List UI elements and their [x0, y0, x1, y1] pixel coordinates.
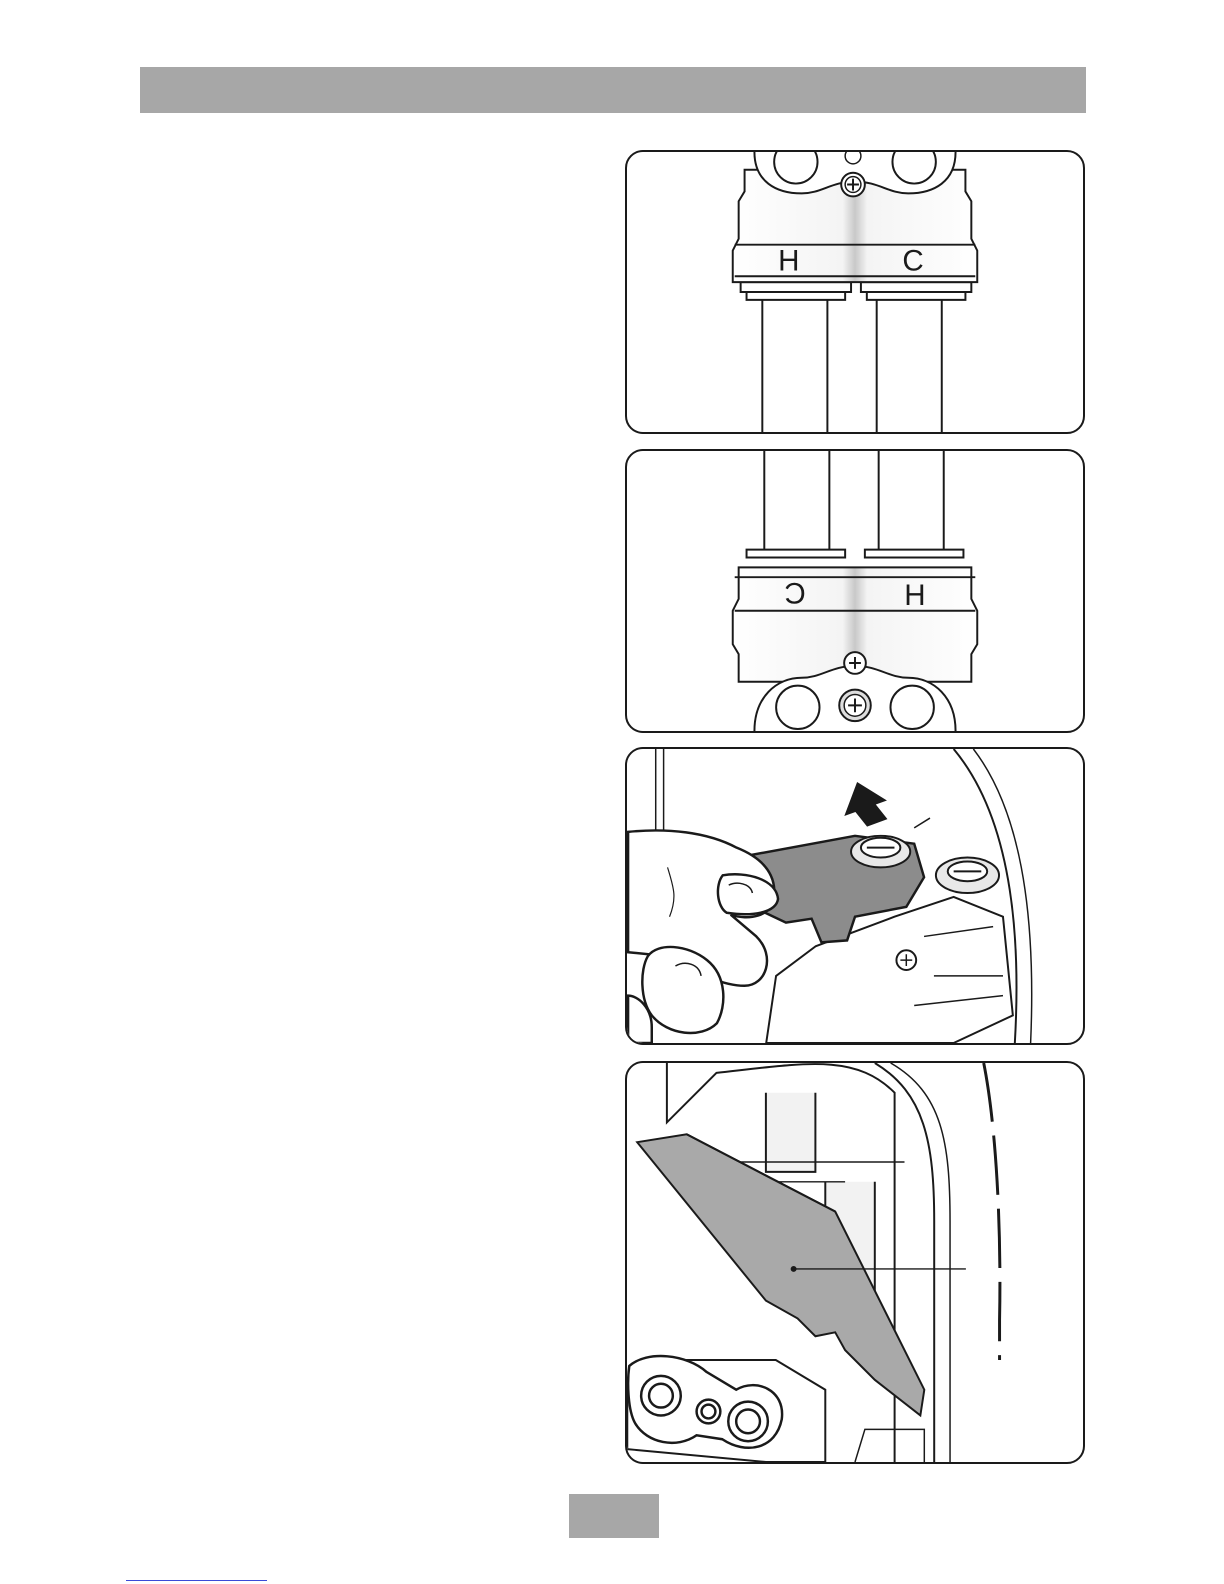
- section-header-bar: [140, 67, 1086, 113]
- figure-cover-insert: [625, 1061, 1085, 1464]
- screw-icon: [845, 152, 861, 164]
- hot-label: H: [904, 579, 925, 612]
- up-arrow-icon: [835, 775, 893, 833]
- hot-label: H: [778, 244, 799, 277]
- connector-illustration: H C: [627, 152, 1083, 432]
- footer-link-underline[interactable]: [126, 1580, 267, 1581]
- screw-icon: [841, 173, 865, 197]
- pipes: [762, 298, 941, 432]
- screw-icon: [839, 690, 871, 722]
- connector-illustration-rotated: C H: [627, 451, 1083, 731]
- screw-icon: [844, 652, 866, 674]
- cold-label: C: [784, 576, 805, 609]
- tool-illustration: [627, 749, 1083, 1043]
- cold-label: C: [902, 244, 923, 277]
- pipes: [764, 451, 943, 557]
- page-number-box: [569, 1494, 659, 1538]
- screw-icon: [851, 836, 910, 868]
- cover-illustration: [627, 1063, 1083, 1462]
- figure-connector-bottom: C H: [625, 449, 1085, 733]
- screw-icon: [936, 858, 999, 894]
- figure-tool-removal: [625, 747, 1085, 1045]
- screw-icon: [896, 950, 916, 970]
- figure-connector-top: H C: [625, 150, 1085, 434]
